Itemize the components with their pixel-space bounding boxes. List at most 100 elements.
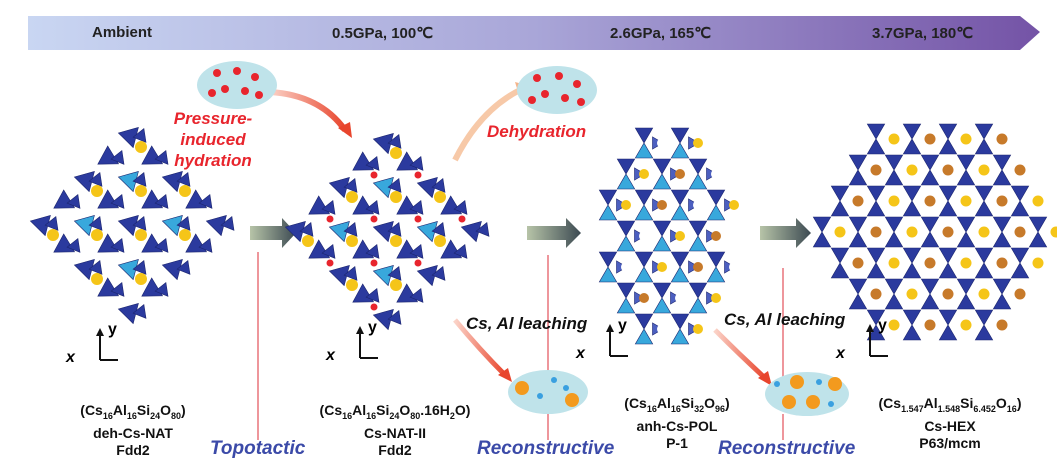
tetrahedron (634, 313, 654, 330)
cs-cation (135, 185, 147, 197)
tetrahedron (938, 247, 958, 264)
water-molecule (528, 96, 536, 104)
cs-cation (1014, 226, 1026, 238)
tetrahedron (453, 244, 468, 259)
cs-cation (888, 133, 900, 145)
cs-cation (906, 226, 918, 238)
tetrahedron (956, 293, 976, 310)
leaching-arrow-1 (453, 318, 507, 377)
tetrahedron (634, 127, 654, 144)
tetrahedron (920, 154, 940, 171)
tetrahedron (154, 238, 169, 253)
water-molecule (414, 215, 422, 223)
cs-cation (693, 138, 703, 148)
tetrahedron (884, 231, 904, 248)
phase-3-formula: (Cs16Al16Si32O96) (624, 395, 730, 414)
tetrahedron (670, 251, 690, 268)
tetrahedron (974, 200, 994, 217)
deh-cs-nat-structure (29, 126, 235, 325)
y-arrowhead (866, 324, 874, 332)
y-arrowhead (606, 324, 614, 332)
tetrahedron (616, 235, 636, 252)
tetrahedron (110, 194, 125, 209)
tetrahedron (830, 262, 850, 279)
cs-cation (729, 200, 739, 210)
tetrahedron (343, 178, 358, 193)
cs-hex-structure (812, 123, 1057, 341)
tetrahedron (365, 200, 380, 215)
phase-4-formula: (Cs1.547Al1.548Si6.452O16) (878, 395, 1022, 414)
water-molecule (458, 215, 466, 223)
phase-3-name: anh-Cs-POL (636, 417, 718, 434)
tetrahedron (830, 247, 850, 264)
tetrahedron (938, 309, 958, 326)
tetrahedron (616, 173, 636, 190)
tetrahedron (670, 189, 690, 206)
tetrahedron (110, 238, 125, 253)
cs-cation (346, 279, 358, 291)
tetrahedron (66, 238, 81, 253)
cs-cation (693, 200, 703, 210)
water-molecule (573, 80, 581, 88)
tetrahedron (848, 293, 868, 310)
cs-cation (711, 169, 721, 179)
tetrahedron (616, 282, 636, 299)
x-axis-label: x (575, 345, 586, 362)
tetrahedron (920, 169, 940, 186)
tetrahedron (88, 216, 103, 231)
tetrahedron (220, 216, 235, 231)
tetrahedron (688, 282, 708, 299)
cs-cation (434, 235, 446, 247)
tetrahedron (812, 216, 832, 233)
tetrahedron (848, 154, 868, 171)
cs-cation (870, 288, 882, 300)
cs-cation (996, 257, 1008, 269)
tetrahedron (634, 328, 654, 345)
tetrahedron (670, 204, 690, 221)
cs-cation (1014, 288, 1026, 300)
process-reconstructive-2: Reconstructive (718, 438, 856, 459)
cs-cation (179, 185, 191, 197)
tetrahedron (431, 178, 446, 193)
y-axis-label: y (108, 321, 117, 338)
tetrahedron (88, 172, 103, 187)
water-molecule (233, 67, 241, 75)
cs-cation (47, 229, 59, 241)
tetrahedron (938, 324, 958, 341)
cs-cation (888, 195, 900, 207)
cs-cation (960, 319, 972, 331)
leachate-cloud-1 (508, 370, 588, 414)
tetrahedron (902, 309, 922, 326)
tetrahedron (670, 142, 690, 159)
cs-cation (135, 273, 147, 285)
tetrahedron (652, 297, 672, 314)
tetrahedron (110, 150, 125, 165)
process-reconstructive-1: Reconstructive (477, 438, 615, 459)
phase-3-space-group: P-1 (666, 434, 688, 451)
cs-cation (906, 164, 918, 176)
tetrahedron (598, 189, 618, 206)
tetrahedron (387, 178, 402, 193)
water-molecule (370, 215, 378, 223)
al-ion (563, 385, 569, 391)
cs-cation (675, 169, 685, 179)
cs-cation (657, 262, 667, 272)
tetrahedron (598, 204, 618, 221)
arrow-2 (527, 218, 581, 248)
axis-indicator-1: xy (65, 321, 118, 366)
tetrahedron (365, 244, 380, 259)
tetrahedron (670, 328, 690, 345)
tetrahedron (866, 247, 886, 264)
tetrahedron (1010, 200, 1030, 217)
tetrahedron (1010, 262, 1030, 279)
cs-cation (135, 229, 147, 241)
cs-ion (790, 375, 804, 389)
leaching-arrowhead-1 (498, 368, 512, 382)
tetrahedron (992, 293, 1012, 310)
pressure-temperature-arrow (28, 16, 1040, 50)
tetrahedron (866, 200, 886, 217)
cs-cation (978, 226, 990, 238)
phase-2-name: Cs-NAT-II (364, 424, 426, 441)
phase-2-space-group: Fdd2 (378, 441, 412, 458)
